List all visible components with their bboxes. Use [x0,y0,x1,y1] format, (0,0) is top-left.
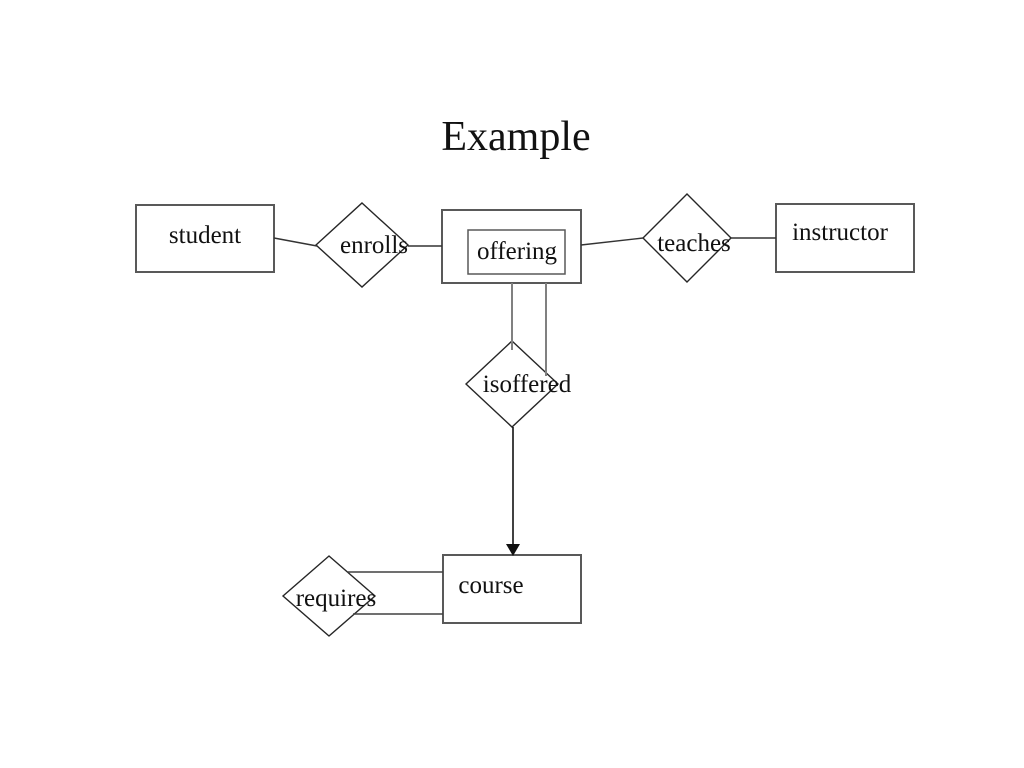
entity-course-box [442,554,582,624]
entity-instructor-label: instructor [792,219,888,246]
entity-offering-label: offering [477,238,558,265]
relationship-requires-diamond [281,555,377,637]
entity-course-label: course [458,572,523,599]
relationship-enrolls-diamond [314,202,410,288]
connector-offering-teaches [580,237,644,246]
connector-student-enrolls [273,237,318,247]
entity-student-box [135,204,275,273]
relationship-requires-label: requires [296,585,377,612]
entity-instructor-box [775,203,915,273]
relationship-isoffered-diamond [464,340,560,428]
relationship-teaches-label: teaches [657,230,731,257]
relationship-isoffered-label: isoffered [483,371,572,398]
entity-offering-inner-box [467,229,566,275]
slide-title: Example [441,114,590,160]
arrowhead-to-course-icon [506,544,520,556]
relationship-teaches-diamond [642,193,732,283]
relationship-enrolls-label: enrolls [340,232,408,259]
entity-student-label: student [169,222,241,249]
